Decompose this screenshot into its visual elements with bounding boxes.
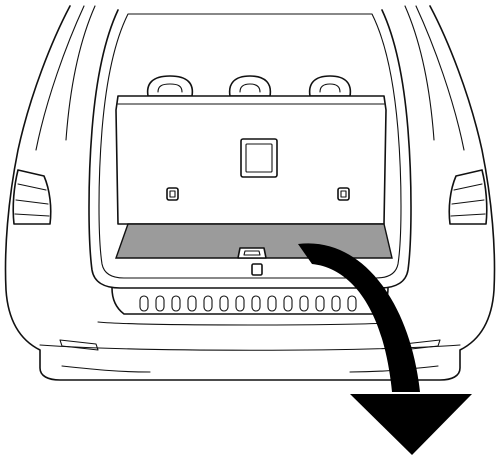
right-tail-light [448,169,488,225]
rear-headrests [146,75,352,97]
downward-curved-arrow-icon [298,243,472,455]
headrest-icon [146,75,194,97]
vehicle-body [4,5,496,381]
left-reflector [59,339,99,351]
cargo-tie-down-hook-icon [166,187,179,201]
ski-hatch [240,138,278,178]
headrest-icon [308,75,352,97]
cargo-tie-down-hook-icon [337,187,350,201]
load-sill-ribs [139,295,357,312]
left-tail-light [12,169,52,225]
rear-seat-back [115,95,387,225]
floor-handle-icon [237,247,267,276]
headrest-icon [228,75,272,97]
tie-down-hooks [166,187,350,201]
